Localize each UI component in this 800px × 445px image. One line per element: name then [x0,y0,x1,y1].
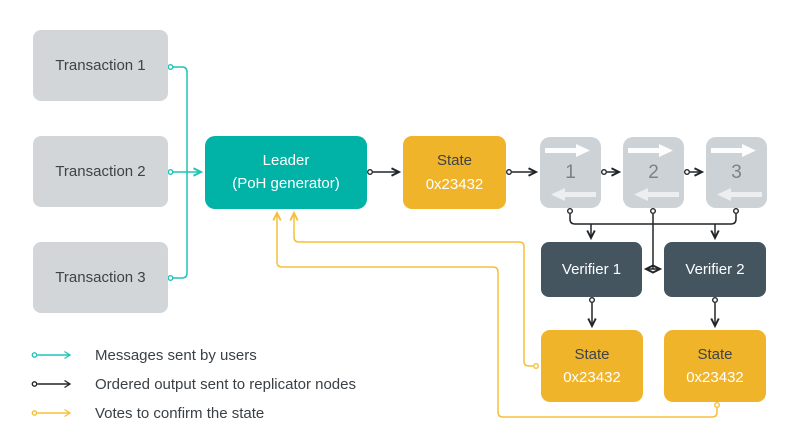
yellow-arrow-icon [31,408,72,418]
leader-node: Leader (PoH generator) [205,136,367,209]
leader-subtitle: (PoH generator) [232,174,340,192]
verifier-1-state-label: State [574,345,610,363]
transaction-1-node: Transaction 1 [33,30,168,101]
verifier-2-state-value: 0x23432 [686,369,744,386]
legend-label-user-messages: Messages sent by users [95,346,257,364]
legend-item-votes: Votes to confirm the state [31,404,356,422]
transaction-1-label: Transaction 1 [55,57,146,74]
verifier-2-state-label: State [697,345,733,363]
verifier-1-state-value: 0x23432 [563,369,621,386]
state-output-label: State [436,152,473,170]
teal-arrow-icon [31,350,72,360]
verifier-2-label: Verifier 2 [685,261,745,278]
block-1-number: 1 [565,161,576,183]
block-arrow-right-icon [545,144,590,157]
legend-label-votes: Votes to confirm the state [95,404,265,422]
verifier-1-state-node: State 0x23432 [541,330,643,402]
user-message-arrows [167,63,204,282]
verifier-2-state-node: State 0x23432 [664,330,766,402]
state-output-value: 0x23432 [425,175,484,193]
block-arrow-left-icon [717,188,762,201]
ledger-block-2: 2 [623,137,684,208]
transaction-2-node: Transaction 2 [33,136,168,207]
verifier-2-node: Verifier 2 [664,242,766,297]
ledger-block-1: 1 [540,137,601,208]
block-arrow-left-icon [634,188,679,201]
leader-title: Leader [262,152,310,169]
block-3-number: 3 [731,161,742,183]
block-arrow-right-icon [628,144,673,157]
verifier-1-label: Verifier 1 [561,261,622,278]
legend-item-user-messages: Messages sent by users [31,346,356,364]
block-2-number: 2 [648,161,659,183]
black-arrow-icon [31,379,72,389]
legend: Messages sent by users Ordered output se… [31,346,356,433]
transaction-3-node: Transaction 3 [33,242,168,313]
transaction-2-label: Transaction 2 [55,163,146,180]
state-output-node: State 0x23432 [403,136,506,209]
block-arrow-left-icon [551,188,596,201]
legend-item-ordered-output: Ordered output sent to replicator nodes [31,375,356,393]
legend-label-ordered-output: Ordered output sent to replicator nodes [95,375,356,393]
ledger-block-3: 3 [706,137,767,208]
transaction-3-label: Transaction 3 [55,269,146,286]
block-arrow-right-icon [711,144,756,157]
verifier-1-node: Verifier 1 [541,242,642,297]
